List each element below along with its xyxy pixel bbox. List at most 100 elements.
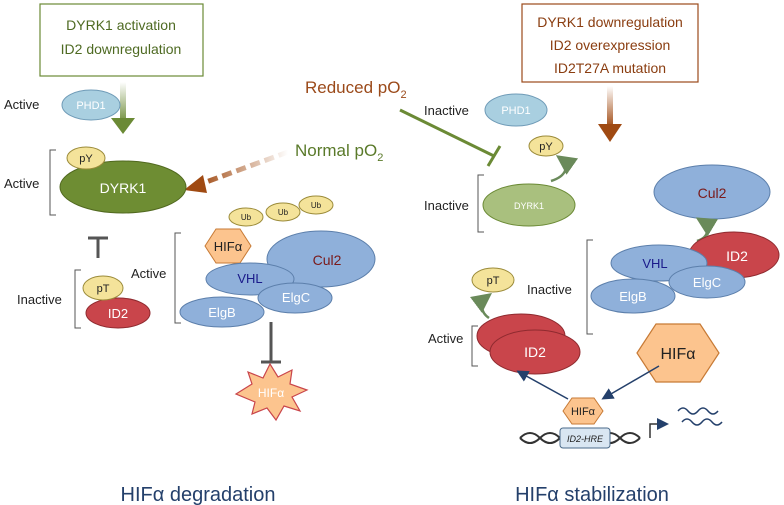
reduced-po2-inhibition [399, 108, 502, 167]
degraded-hifa: HIFα [234, 362, 309, 422]
left-arrow-shaft [120, 82, 126, 124]
left-phd1-shape [61, 89, 121, 121]
right-dyrk1-bracket [477, 174, 484, 233]
right-id2-bound-label: ID2 [726, 248, 748, 264]
ub-1-label: Ub [241, 213, 252, 222]
left-vhl-complex: Ub Ub Ub Cul2 HIFα VHL ElgC ElgB [179, 195, 376, 328]
left-condition-box: DYRK1 activation ID2 downregulation [39, 3, 204, 77]
left-cul2-label: Cul2 [313, 252, 342, 268]
right-phd1: PHD1 [484, 93, 548, 127]
left-phd1: PHD1 [61, 89, 121, 121]
right-cul2-label: Cul2 [698, 185, 727, 201]
ub-3-shape [298, 195, 334, 215]
right-py-label: pY [539, 141, 553, 153]
right-id2-front-shape [489, 329, 581, 375]
left-active-dyrk1-label: Active [4, 176, 39, 191]
right-vhl-label: VHL [642, 256, 667, 271]
ub-3-label: Ub [311, 201, 322, 210]
right-id2-dimer: ID2 [476, 313, 581, 375]
left-elgb-shape [179, 296, 265, 328]
left-hifa-shape [204, 228, 252, 264]
left-elgc-label: ElgC [282, 290, 310, 305]
reduced-po2-text: Reduced pO [305, 78, 400, 97]
right-pt-label: pT [487, 275, 500, 287]
left-phd1-label: PHD1 [76, 100, 105, 112]
right-active-id2-label: Active [428, 331, 463, 346]
normal-arrow-shaft [197, 149, 289, 188]
normal-arrow-head [184, 175, 207, 193]
svg-text:Normal pO2: Normal pO2 [295, 141, 383, 164]
left-pt-shape [82, 275, 124, 301]
right-pt-curved-arrow [470, 292, 492, 320]
left-pt-label: pT [97, 283, 110, 295]
hre-to-id2-arrow [516, 370, 569, 400]
svg-text:Reduced pO2: Reduced pO2 [305, 78, 407, 101]
right-elgc-label: ElgC [693, 275, 721, 290]
left-box-frame [39, 3, 204, 77]
right-hifa-large-label: HIFα [660, 346, 695, 363]
left-hifa-label: HIFα [214, 239, 243, 254]
right-phd1-shape [484, 93, 548, 127]
left-dyrk1-bracket [49, 149, 56, 216]
reduced-po2-subscript: 2 [400, 89, 406, 101]
right-elgb-shape [590, 278, 676, 314]
left-box-line-2: ID2 downregulation [61, 41, 182, 57]
right-arrow-shaft [607, 86, 613, 128]
right-pt-shape [471, 267, 515, 293]
dyrk1-inhibits-id2 [88, 236, 108, 258]
ub-chain: Ub Ub Ub [228, 195, 334, 227]
mrna-wave-2 [681, 418, 723, 426]
right-id2-bracket [471, 325, 478, 367]
complex-degrades-hifa [261, 322, 281, 364]
right-condition-box: DYRK1 downregulation ID2 overexpression … [521, 3, 699, 83]
right-caption: HIFα stabilization [515, 484, 669, 505]
hre-box [559, 427, 611, 449]
reduced-inhibition-line [399, 108, 495, 158]
left-elgc-shape [257, 282, 333, 314]
right-box-line-1: DYRK1 downregulation [537, 14, 683, 30]
left-vhl-label: VHL [237, 271, 262, 286]
right-free-cul2: Cul2 [653, 164, 771, 243]
left-complex-bracket [174, 232, 181, 324]
left-py-label: pY [79, 153, 93, 165]
right-inactive-dyrk1-label: Inactive [424, 198, 469, 213]
left-id2-shape [85, 297, 151, 329]
right-dyrk1-label: DYRK1 [514, 201, 544, 211]
left-elgb-label: ElgB [208, 305, 235, 320]
degraded-hifa-label: HIFα [258, 386, 284, 400]
right-pt-release: pT [470, 267, 515, 320]
right-box-frame [521, 3, 699, 83]
left-caption: HIFα degradation [121, 484, 276, 505]
left-id2-complex: ID2 pT [82, 275, 151, 329]
left-box-down-arrow [111, 82, 135, 134]
left-box-line-1: DYRK1 activation [66, 17, 176, 33]
mrna-waves [677, 407, 723, 426]
left-inactive-id2-label: Inactive [17, 292, 62, 307]
hre-label: ID2-HRE [567, 434, 604, 444]
ub-2-shape [265, 202, 301, 222]
left-dyrk1-complex: DYRK1 pY [59, 146, 187, 214]
degraded-hifa-burst [234, 362, 309, 422]
left-py-shape [66, 146, 106, 170]
right-complex-bracket [586, 239, 593, 335]
reduced-po2-label: Reduced pO2 [305, 78, 407, 101]
left-id2-bracket [74, 269, 81, 329]
right-hifa-large: HIFα [636, 323, 720, 383]
transcription-start-arrow [649, 418, 669, 438]
normal-po2-subscript: 2 [377, 152, 383, 164]
right-py-release: pY [528, 135, 579, 183]
reduced-inhibition-bar [486, 145, 502, 167]
left-arrow-head [111, 118, 135, 134]
left-dyrk1-shape [59, 160, 187, 214]
mrna-wave-1 [677, 407, 719, 415]
normal-po2-arrow [184, 149, 289, 193]
right-box-line-2: ID2 overexpression [550, 37, 671, 53]
right-hifa-small-shape [562, 397, 604, 425]
right-elgc-shape [668, 265, 746, 299]
right-dyrk1-shape [482, 183, 576, 227]
right-py-shape [528, 135, 564, 157]
right-id2-label: ID2 [524, 344, 546, 360]
right-elgb-label: ElgB [619, 289, 646, 304]
right-vhl-id2-complex: ID2 VHL ElgC ElgB [590, 231, 780, 314]
